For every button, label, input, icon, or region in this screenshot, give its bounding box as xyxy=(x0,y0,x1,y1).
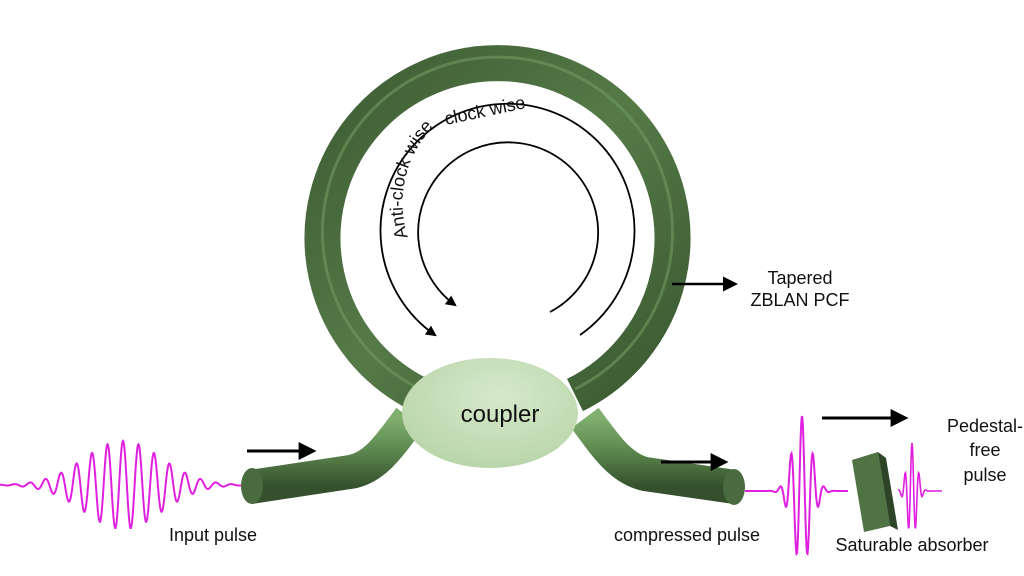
fiber-loop xyxy=(304,45,691,412)
output-label-line1: Pedestal- xyxy=(947,416,1023,436)
output-label-line3: pulse xyxy=(963,465,1006,485)
input-fiber-arm xyxy=(241,407,424,504)
input-pulse-waveform xyxy=(0,438,242,530)
clockwise-label: clock wise xyxy=(443,92,527,129)
clockwise-arrow xyxy=(379,102,636,337)
compressed-pulse-waveform xyxy=(745,415,848,557)
saturable-absorber xyxy=(852,452,898,532)
compressed-pulse-label: compressed pulse xyxy=(614,525,760,545)
fiber-label-line2: ZBLAN PCF xyxy=(750,290,849,310)
coupler-label: coupler xyxy=(461,401,540,428)
anticlockwise-label: Anti-clock wise xyxy=(386,116,436,241)
input-pulse-label: Input pulse xyxy=(169,525,257,545)
pedestal-free-pulse-waveform xyxy=(897,442,942,529)
coupler xyxy=(402,358,578,468)
saturable-absorber-label: Saturable absorber xyxy=(835,535,988,555)
fiber-label-line1: Tapered xyxy=(767,268,832,288)
anticlockwise-arrow xyxy=(417,141,599,313)
output-label-line2: free xyxy=(969,440,1000,460)
output-fiber-arm xyxy=(571,407,745,505)
